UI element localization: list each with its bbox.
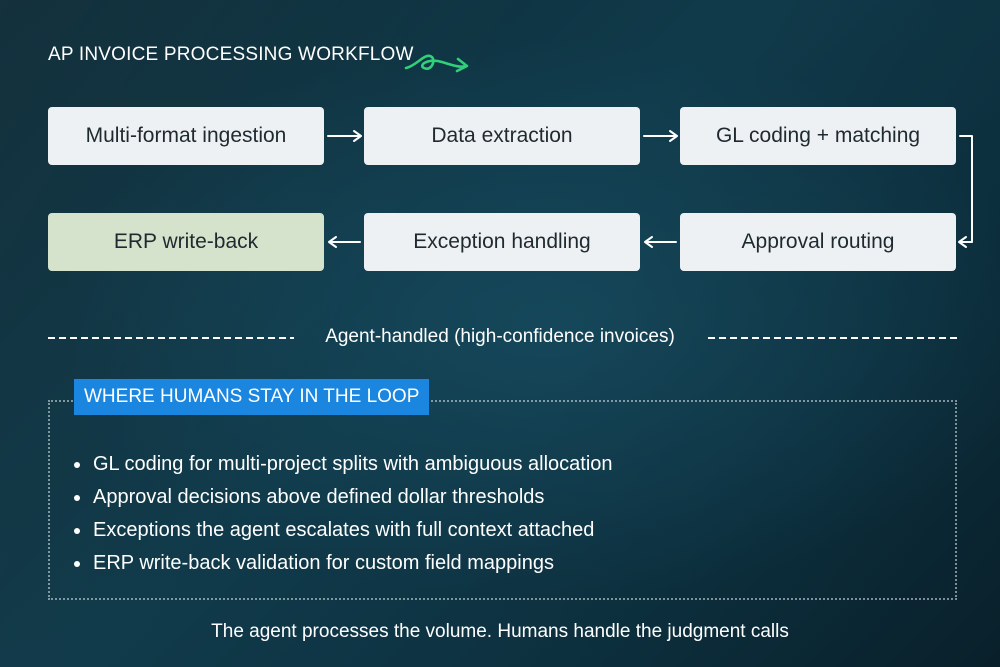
arrow-left-icon <box>328 236 361 248</box>
step-label: Multi-format ingestion <box>85 124 287 147</box>
humans-in-loop-list: GL coding for multi-project splits with … <box>74 448 613 580</box>
bullet-icon <box>74 560 80 567</box>
bullet-icon <box>74 527 80 534</box>
step-exception-handling: Exception handling <box>364 213 640 271</box>
list-item: Approval decisions above defined dollar … <box>74 481 613 514</box>
step-gl-coding-matching: GL coding + matching <box>680 107 956 165</box>
step-data-extraction: Data extraction <box>364 107 640 165</box>
step-label: ERP write-back <box>113 230 259 253</box>
list-item: GL coding for multi-project splits with … <box>74 448 613 481</box>
list-item: Exceptions the agent escalates with full… <box>74 514 613 547</box>
humans-in-loop-panel <box>48 400 957 600</box>
step-label: GL coding + matching <box>715 124 921 147</box>
step-erp-write-back: ERP write-back <box>48 213 324 271</box>
list-item: ERP write-back validation for custom fie… <box>74 547 613 580</box>
agent-handled-label: Agent-handled (high-confidence invoices) <box>325 326 675 347</box>
step-label: Approval routing <box>741 230 895 253</box>
arrow-left-icon <box>644 236 677 248</box>
arrow-down-turn-icon <box>958 135 973 248</box>
step-label: Data extraction <box>431 124 573 147</box>
humans-in-loop-heading: WHERE HUMANS STAY IN THE LOOP <box>74 379 430 415</box>
arrow-right-icon <box>643 130 678 142</box>
bullet-icon <box>74 461 80 468</box>
page-title: AP INVOICE PROCESSING WORKFLOW <box>48 44 414 65</box>
squiggle-arrow-icon <box>404 54 469 73</box>
step-label: Exception handling <box>413 230 591 253</box>
footer-caption: The agent processes the volume. Humans h… <box>211 621 789 642</box>
bullet-icon <box>74 494 80 501</box>
step-multi-format-ingestion: Multi-format ingestion <box>48 107 324 165</box>
step-approval-routing: Approval routing <box>680 213 956 271</box>
arrow-right-icon <box>327 130 362 142</box>
